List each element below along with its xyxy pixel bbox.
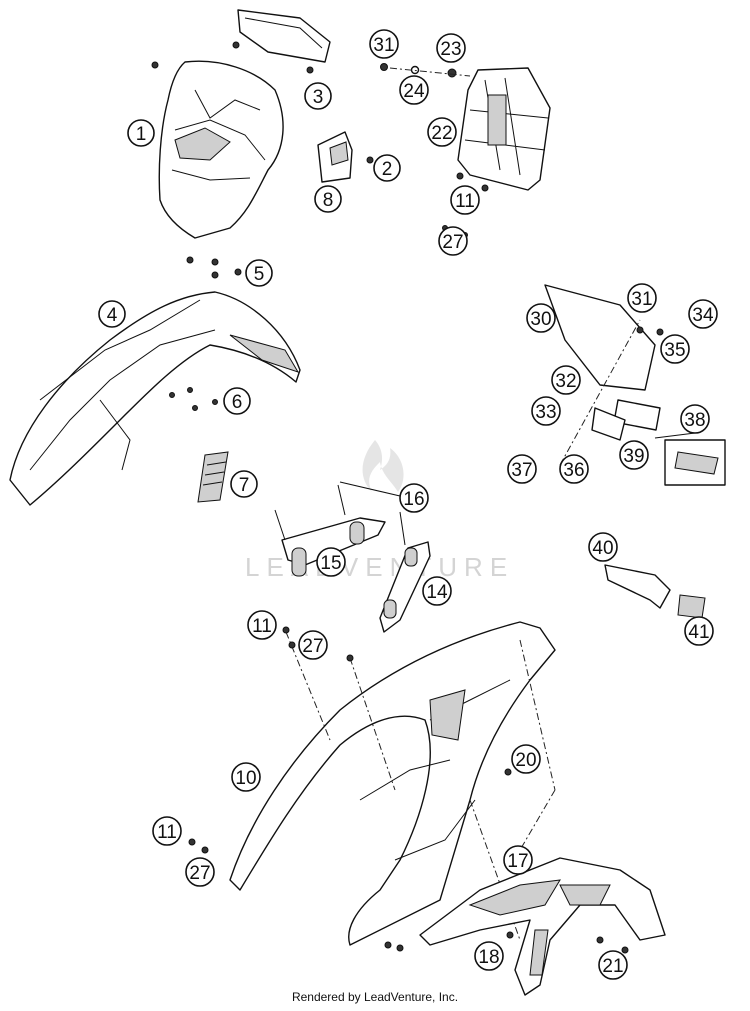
callout-label: 11	[455, 191, 475, 212]
callout-4: 4	[98, 300, 126, 328]
callout-39: 39	[619, 440, 649, 470]
callout-label: 31	[631, 289, 652, 310]
callout-leaders	[339, 432, 696, 497]
callout-32: 32	[551, 365, 581, 395]
callout-label: 27	[189, 863, 210, 884]
callout-label: 17	[507, 851, 528, 872]
callout-3: 3	[304, 82, 332, 110]
callout-label: 4	[107, 305, 118, 326]
callout-31-a: 31	[369, 29, 399, 59]
callout-27-c: 27	[185, 857, 215, 887]
callout-5: 5	[245, 259, 273, 287]
callout-label: 41	[688, 622, 709, 643]
callout-11-c: 11	[152, 816, 182, 846]
callout-label: 16	[403, 489, 424, 510]
callout-label: 30	[530, 309, 551, 330]
callout-22: 22	[427, 117, 457, 147]
callout-10: 10	[231, 762, 261, 792]
watermark-logo: LEADVENTURE	[245, 440, 514, 582]
callout-label: 40	[592, 538, 613, 559]
callout-label: 5	[254, 264, 265, 285]
callout-label: 23	[440, 39, 461, 60]
callout-41: 41	[684, 616, 714, 646]
callout-label: 20	[515, 750, 536, 771]
callout-label: 2	[382, 159, 393, 180]
part-bracket	[317, 131, 374, 183]
callout-label: 34	[692, 305, 714, 326]
callout-36: 36	[559, 454, 589, 484]
callout-1: 1	[127, 119, 155, 147]
callout-30: 30	[526, 303, 556, 333]
part-bracket-14	[379, 511, 431, 633]
callout-label: 24	[403, 81, 425, 102]
callout-16: 16	[399, 483, 429, 513]
callout-6: 6	[223, 387, 251, 415]
callout-20: 20	[511, 744, 541, 774]
callout-label: 31	[373, 35, 394, 56]
callout-label: 27	[442, 232, 463, 253]
watermark-text: LEADVENTURE	[245, 552, 514, 582]
part-40-bracket	[604, 564, 706, 619]
callout-18: 18	[474, 941, 504, 971]
callout-14: 14	[422, 576, 452, 606]
callout-label: 7	[239, 475, 250, 496]
callout-label: 39	[623, 446, 644, 467]
part-headlight-cover	[232, 9, 331, 74]
callout-label: 6	[232, 392, 243, 413]
callout-37: 37	[507, 454, 537, 484]
callout-8: 8	[314, 185, 342, 213]
callout-38: 38	[680, 404, 710, 434]
callout-33: 33	[531, 396, 561, 426]
callout-label: 11	[252, 616, 272, 637]
callout-23: 23	[436, 33, 466, 63]
callout-7: 7	[230, 470, 258, 498]
callout-label: 18	[478, 947, 499, 968]
callout-24: 24	[399, 75, 429, 105]
callout-2: 2	[373, 154, 401, 182]
callout-11-a: 11	[247, 610, 277, 640]
callout-label: 32	[555, 371, 576, 392]
callout-31-b: 31	[627, 283, 657, 313]
fastener-leaders	[188, 626, 512, 854]
part-38-box	[664, 439, 726, 486]
callout-label: 14	[426, 582, 448, 603]
callout-label: 35	[664, 340, 685, 361]
callout-label: 11	[157, 822, 177, 843]
callout-label: 1	[136, 124, 147, 145]
callout-label: 27	[302, 636, 323, 657]
callout-17: 17	[503, 845, 533, 875]
part-headlight-mask	[158, 60, 284, 239]
callout-label: 15	[320, 553, 341, 574]
callout-label: 37	[511, 460, 532, 481]
part-fender-pad	[197, 451, 229, 503]
callout-label: 22	[431, 123, 452, 144]
callout-15: 15	[316, 547, 346, 577]
callout-label: 38	[684, 410, 705, 431]
callout-label: 33	[535, 402, 556, 423]
part-number-plate-holder	[544, 284, 664, 466]
callout-34: 34	[688, 299, 718, 329]
footer-credit: Rendered by LeadVenture, Inc.	[291, 990, 459, 1004]
part-subframe	[384, 857, 666, 996]
callout-27-a: 27	[298, 630, 328, 660]
callout-label: 21	[602, 956, 623, 977]
callout-label: 36	[563, 460, 584, 481]
callout-label: 10	[235, 768, 256, 789]
part-bracket-15	[274, 484, 386, 577]
callout-40: 40	[588, 532, 618, 562]
part-front-fender	[9, 256, 301, 506]
part-electronics-box	[456, 67, 551, 192]
callout-35: 35	[660, 334, 690, 364]
callout-label: 3	[313, 87, 324, 108]
callout-label: 8	[323, 190, 334, 211]
callout-11-b: 11	[450, 185, 480, 215]
callout-21: 21	[598, 950, 628, 980]
callout-27-b: 27	[438, 226, 468, 256]
